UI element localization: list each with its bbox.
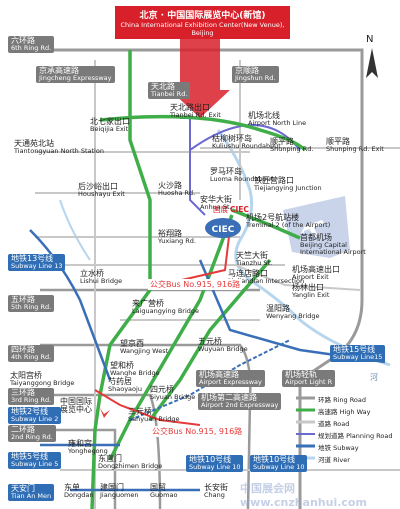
ring-2 [40, 428, 117, 509]
place-shaoyaoju: 芍药居 Shaoyaoju [108, 377, 142, 394]
place-kuliushu: 枯柳树环岛 Kuliushu Roundabout [212, 134, 281, 151]
subway-line10-badge-a: 地铁10号线 Subway Line 10 [186, 455, 244, 473]
subway-line2-badge: 地铁2号线 Subway Line 2 [8, 407, 62, 425]
place-changan: 长安街 Chang [204, 483, 228, 500]
road-yanglin [234, 264, 361, 291]
place-terminal2: 机场2号航站楼 Treminal 2 (of the Airport) [246, 213, 331, 230]
place-taiyanggong: 太阳宫桥 Taiyanggong Bridge [10, 371, 75, 388]
place-wenyang: 温阳路 Wenyang Bridge [266, 304, 320, 321]
place-tianbei-exit: 天北路出口 Tianbei Rd. Exit [170, 103, 221, 120]
place-yonghegong: 雍和宫 Yonghegong [68, 439, 108, 456]
north-compass-icon [366, 48, 378, 78]
place-tianzhu: 天竺大街 Tianzhu St. [236, 251, 273, 268]
place-dongdan: 东单 Dongdan [64, 483, 94, 500]
legend-highway: 高速路 High Way [318, 408, 371, 416]
place-airport-north: 机场北线 Airport North Line [248, 111, 307, 128]
place-ciec-old: 中国国际展览中心 [60, 397, 92, 415]
legend-road: 道路 Road [318, 420, 350, 428]
map-title-cn: 北京 · 中国国际展览中心(新馆) [139, 11, 266, 21]
subway-line10-badge-b: 地铁10号线 Subway Line 10 [250, 455, 308, 473]
ring-2-label: 二环路 2nd Ring Rd. [8, 425, 56, 443]
highway-jingcheng [90, 50, 152, 509]
highway-airport-2nd [148, 258, 272, 422]
place-dongzhimen: 东直门 Dongzhimen Bridge [98, 454, 163, 471]
place-houshayu: 后沙峪出口 Houshayu Exit [78, 182, 125, 199]
place-luoma: 罗马环岛 Luoma Roundabout [210, 167, 274, 184]
place-beiqijia: 北七家出口 Beiqijia Exit [90, 117, 130, 134]
subway-line13-badge: 地铁13号线 Subway Line 13 [8, 254, 66, 272]
map-title-en: China International Exhibition Center(Ne… [120, 21, 285, 37]
place-jianguomen: 建国门 Jianguomen [100, 483, 139, 500]
compass-label: N [366, 34, 374, 45]
ring-4-label: 四环路 4th Ring Rd. [8, 345, 55, 363]
ciec-cn-label: 国展 [213, 205, 228, 214]
highway-airport-north [231, 208, 301, 240]
place-wuyuan: 五元桥 Wuyuan Bridge [198, 337, 248, 354]
place-yanglin: 杨林出口 Yanglin Exit [292, 283, 330, 300]
ciec-label: CIEC [212, 225, 235, 235]
map-title: 北京 · 中国国际展览中心(新馆) China International Ex… [115, 6, 290, 39]
place-siyuan: 四元桥 Siyuan Bridge [150, 385, 196, 402]
airport-2nd-exp-label: 机场第二高速路 Airport 2nd Expressway [198, 393, 282, 411]
place-huosha: 火沙路 Huosha Rd. [158, 181, 196, 198]
legend-river: 河道 River [318, 456, 350, 464]
river-north [59, 199, 91, 261]
bus-label-upper: 公交Bus No.915, 916路 [148, 279, 243, 290]
place-capital-airport: 首都机场 Beijing Capital International Airpo… [300, 233, 366, 257]
place-laiguangying: 来广营桥 Laiguangying Bridge [132, 299, 200, 316]
place-yuxiang: 裕翔路 Yuxiang Rd. [158, 229, 197, 246]
old-venue-pin-icon [100, 408, 110, 418]
place-shunping-exit: 顺平路 Shunping Rd. Exit [326, 137, 384, 154]
place-shunping: 顺平路 Shunping Rd. [270, 137, 314, 154]
bus-label-lower: 公交Bus No.915, 916路 [150, 426, 245, 437]
highway-airport-north-line [99, 114, 307, 152]
subway-line15-badge: 地铁15号线 Subway Line15 [330, 345, 386, 363]
highway-airport-exp [108, 214, 234, 461]
ring-6-label: 六环路 6th Ring Rd. [8, 36, 55, 54]
place-sanyuan: 三元桥 Sanyuan Bridge [128, 407, 180, 424]
watermark: 中国展会网 www.cnzhanhui.com [240, 482, 367, 509]
tianbei-rd-label: 天北路 Tianbei Rd. [148, 82, 191, 100]
jingcheng-exp-label: 京承高速路 Jingcheng Expressway [36, 66, 115, 84]
legend-subway: 地铁 Subway [318, 444, 359, 452]
place-maliandian: 马连店路口 Maliandian Intersection [228, 269, 305, 286]
place-tiananmen: 天安门 Tian An Men [8, 484, 55, 502]
bus-route-lower [94, 389, 201, 426]
subway-line5-badge: 地铁5号线 Subway Line 5 [8, 452, 62, 470]
place-anhua: 安华大街 Anhua St. [200, 195, 232, 212]
ring-3-label: 三环路 3rd Ring Rd. [8, 388, 55, 406]
jingshun-rd-label: 京顺路 Jingshun Rd. [232, 66, 279, 84]
place-guomao: 国贸 Guomao [150, 483, 178, 500]
place-wanghe: 望和桥 Wanghe Bridge [110, 361, 160, 378]
place-tiantongyuan: 天通苑北站 Tiantongyuan North Station [14, 139, 104, 156]
place-tiejiangying: 铁匠营路口 Tiejiangying Junction [254, 176, 322, 193]
ring-5-label: 五环路 5th Ring Rd. [8, 295, 55, 313]
legend-planning: 规划道路 Planning Road [318, 432, 393, 440]
place-wangjing: 望京西 Wangjing West [120, 339, 169, 356]
river-label: 河 [370, 373, 378, 382]
airport-area [283, 196, 350, 258]
airport-exp-label: 机场高速路 Airport Expressway [196, 370, 265, 388]
place-airport-exit: 机场高速出口 Airport Exit [292, 265, 340, 282]
river-wenyu [216, 129, 391, 367]
airport-light-rail-label: 机场轻轨 Airport Light R [282, 370, 336, 388]
ciec-en-small: CIEC [230, 205, 249, 214]
airplane-icon [301, 220, 324, 237]
legend-ring: 环路 Ring Road [318, 396, 367, 404]
place-lishui: 立水桥 Lishui Bridge [80, 269, 123, 286]
ciec-venue-marker [205, 218, 241, 238]
subway-airport-express [129, 339, 291, 421]
